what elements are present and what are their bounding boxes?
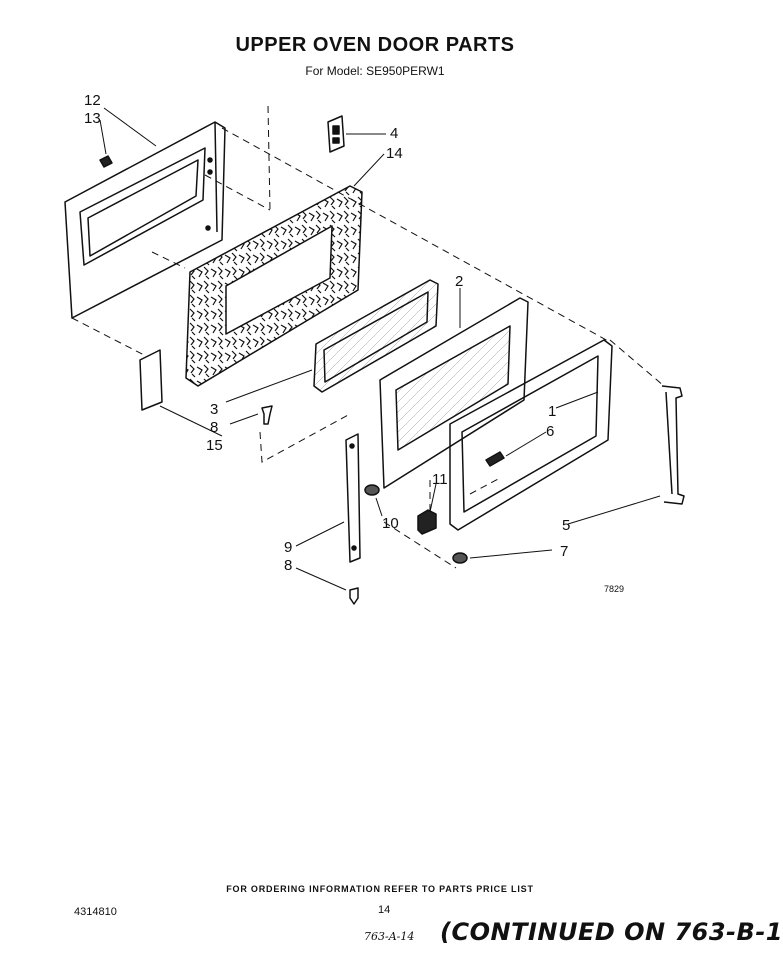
- callout-8-lower: 8: [284, 557, 292, 574]
- inner-door-liner: [64, 121, 226, 319]
- callout-13: 13: [84, 110, 101, 127]
- washer-lower: [452, 552, 468, 564]
- callout-6: 6: [546, 423, 554, 440]
- document-number: 4314810: [74, 906, 117, 918]
- callout-15: 15: [206, 437, 223, 454]
- callout-9: 9: [284, 539, 292, 556]
- figure-code: 7829: [604, 584, 624, 594]
- callout-4: 4: [390, 125, 398, 142]
- spacer-block: [139, 349, 163, 411]
- screw-lower: [349, 587, 359, 605]
- callout-1: 1: [548, 403, 556, 420]
- door-handle: [661, 385, 685, 505]
- screw-upper: [261, 405, 273, 425]
- hinge-block: [417, 509, 437, 535]
- callout-12: 12: [84, 92, 101, 109]
- clip-part: [99, 155, 113, 168]
- callout-2: 2: [455, 273, 463, 290]
- door-glass-panel: [379, 297, 529, 489]
- callout-10: 10: [382, 515, 399, 532]
- callout-14: 14: [386, 145, 403, 162]
- callout-3: 3: [210, 401, 218, 418]
- callout-8-upper: 8: [210, 419, 218, 436]
- leader-lines: [99, 107, 661, 591]
- latch-bracket: [327, 115, 345, 153]
- handwritten-reference: 763-A-14: [364, 930, 415, 943]
- insulation-panel: [185, 185, 363, 387]
- callout-7: 7: [560, 543, 568, 560]
- assembly-lines: [71, 105, 665, 569]
- callout-labels: 12 13 4 14 2 3 8 15 1 6 11 10 9 8 5 7 78…: [84, 92, 624, 594]
- callout-11: 11: [432, 471, 448, 488]
- ordering-note: FOR ORDERING INFORMATION REFER TO PARTS …: [226, 884, 534, 894]
- hinge-strip: [345, 433, 361, 563]
- frame-bracket: [485, 451, 505, 467]
- page-number: 14: [378, 904, 391, 916]
- exploded-parts-diagram: 12 13 4 14 2 3 8 15 1 6 11 10 9 8 5 7 78…: [64, 92, 685, 605]
- callout-5: 5: [562, 517, 570, 534]
- window-glass-inner: [313, 279, 439, 393]
- page-title: UPPER OVEN DOOR PARTS: [235, 34, 515, 56]
- washer-upper: [364, 484, 380, 496]
- outer-door-frame: [449, 339, 613, 531]
- model-subtitle: For Model: SE950PERW1: [305, 64, 445, 78]
- continued-note: (CONTINUED ON 763-B-1: [440, 918, 783, 946]
